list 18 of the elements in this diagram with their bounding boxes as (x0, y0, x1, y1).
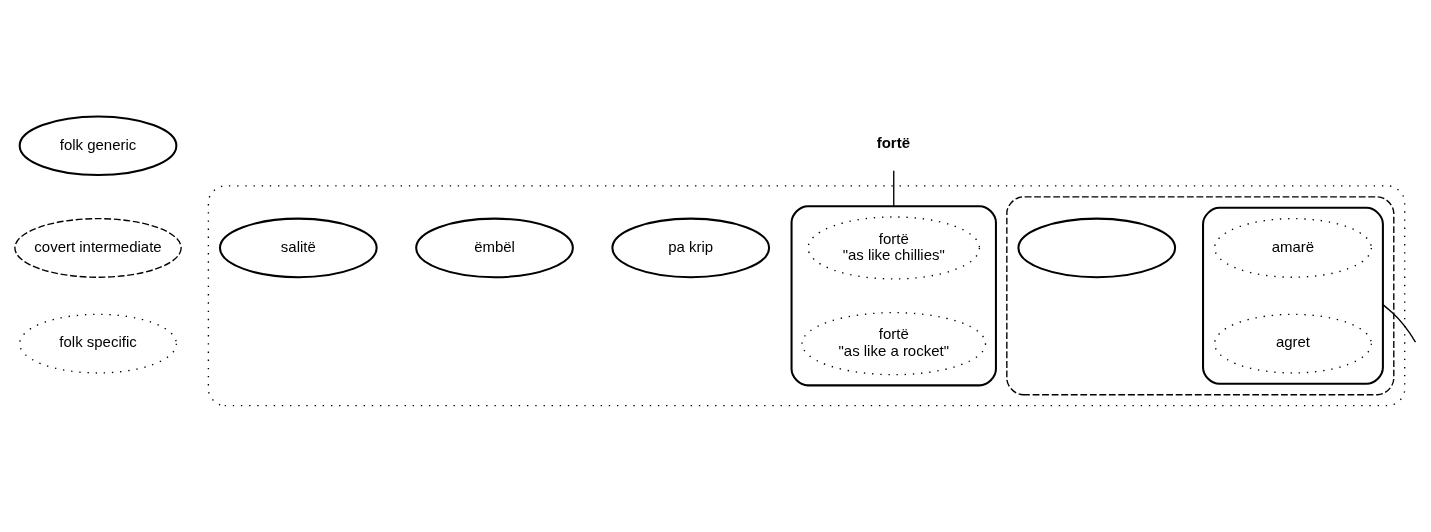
connector (893, 169, 895, 207)
node-ellipse: covert intermediate (14, 217, 182, 278)
node-text: fortë (876, 133, 910, 151)
node-ellipse: pa krip (611, 217, 771, 278)
node-ellipse: fortë "as like chillies" (807, 215, 981, 280)
node-ellipse: amarë (1213, 217, 1372, 278)
node-ellipse: fortë "as like a rocket" (801, 311, 987, 375)
connector (1382, 303, 1417, 343)
cluster (1202, 206, 1384, 385)
node-ellipse: ëmbël (415, 217, 574, 278)
cluster (790, 204, 997, 386)
node-ellipse: folk generic (18, 114, 178, 176)
cluster (1006, 195, 1395, 395)
cluster (207, 184, 1406, 406)
node-ellipse: agret (1213, 313, 1372, 374)
node-ellipse: salitë (218, 217, 378, 278)
node-ellipse: folk specific (19, 313, 178, 374)
node-ellipse (1017, 217, 1177, 278)
